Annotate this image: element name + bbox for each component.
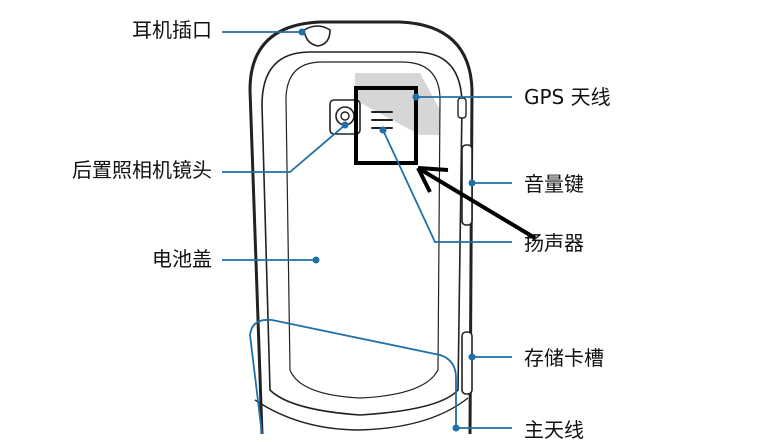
callout-line-main-antenna: [249, 318, 512, 434]
callout-line-speaker: [382, 129, 512, 243]
label-memory-card-slot: 存储卡槽: [524, 346, 604, 370]
memory-card-slot-shape: [461, 331, 473, 395]
phone-outer-body: [248, 20, 474, 434]
annotation-box: [354, 86, 418, 165]
annotation-arrow-head: [416, 166, 449, 193]
label-battery-cover: 电池盖: [152, 247, 212, 271]
label-rear-camera: 后置照相机镜头: [72, 158, 212, 182]
gps-antenna-area: [355, 73, 440, 135]
phone-cover-inner-line: [285, 61, 441, 399]
label-volume-key: 音量键: [524, 172, 584, 196]
label-speaker: 扬声器: [524, 231, 584, 255]
callout-dot-battery: [312, 256, 320, 264]
callout-line-camera: [222, 124, 346, 173]
callout-dot-volume: [468, 179, 476, 187]
callout-dot-speaker: [379, 126, 387, 134]
annotation-arrow-shaft: [416, 166, 537, 240]
phone-bottom-edge: [254, 397, 469, 431]
callout-dot-memory: [468, 353, 476, 361]
callout-dot-headphone: [298, 28, 306, 36]
phone-inner-cover: [261, 51, 463, 416]
headphone-jack-shape: [303, 25, 331, 47]
label-headphone-jack: 耳机插口: [132, 18, 212, 42]
callout-dot-gps: [412, 93, 420, 101]
callout-dot-main-antenna: [452, 424, 460, 432]
side-button-top: [457, 97, 467, 119]
label-gps-antenna: GPS 天线: [524, 85, 611, 109]
callout-dot-camera: [341, 121, 349, 129]
label-main-antenna: 主天线: [524, 418, 584, 442]
camera-lens-inner: [340, 111, 350, 121]
